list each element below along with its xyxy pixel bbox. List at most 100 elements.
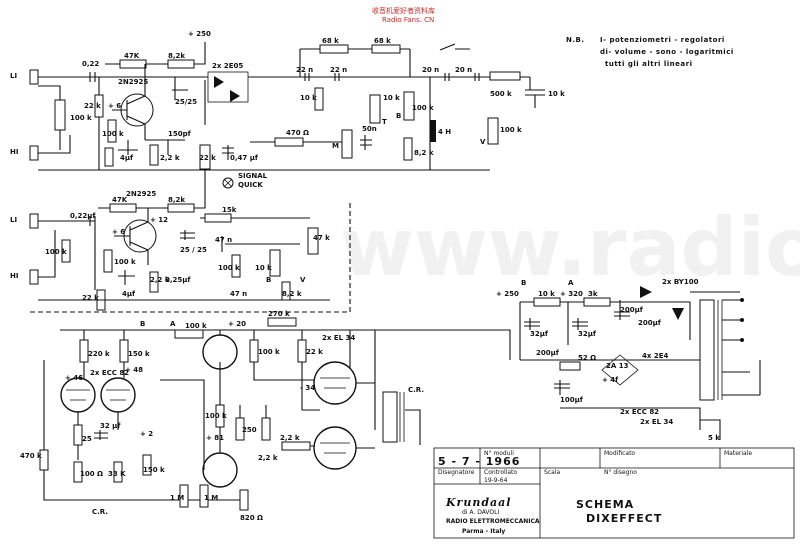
field-controllato: Controllato bbox=[484, 469, 517, 476]
cap-4uf-label: 4μf bbox=[120, 154, 134, 162]
cap-47n-a-label: 47 n bbox=[215, 236, 232, 244]
rectifier-label: 2x BY100 bbox=[662, 278, 699, 286]
resistor-47k-label: 47K bbox=[124, 52, 140, 60]
resistor-100k-v-label: 100 k bbox=[500, 126, 522, 134]
note-line-3: tutti gli altri lineari bbox=[605, 60, 692, 68]
company-logo: Krundaal bbox=[445, 496, 511, 509]
resistor-10k-effect bbox=[314, 87, 324, 111]
supply-250-label: + 250 bbox=[188, 30, 211, 38]
resistor-47k bbox=[119, 59, 147, 69]
resistor-3k-psu-label: 3k bbox=[588, 290, 598, 298]
company-city: Parma - Italy bbox=[462, 528, 505, 535]
pot-47k-label: 47 k bbox=[313, 234, 330, 242]
resistor-100k-pa bbox=[174, 329, 204, 339]
resistor-150k bbox=[119, 339, 129, 363]
cap-200-a-label: 200μf bbox=[620, 306, 644, 314]
resistor-1m-label: 1 M bbox=[170, 494, 184, 502]
mains-transformer bbox=[699, 299, 715, 401]
resistor-100k-pa3-label: 100 k bbox=[205, 412, 227, 420]
cap-200-c-label: 200μf bbox=[536, 349, 560, 357]
resistor-1m bbox=[179, 484, 189, 508]
resistor-47k-2 bbox=[109, 203, 137, 213]
cap-input2-label: 0,22μf bbox=[70, 212, 96, 220]
resistor-68k-b-label: 68 k bbox=[374, 37, 391, 45]
resistor-10k-psu bbox=[533, 297, 561, 307]
tube-el34-b bbox=[313, 426, 357, 470]
plus2-label: + 2 bbox=[140, 430, 153, 438]
field-disegno: N° disegno bbox=[604, 469, 637, 476]
resistor-2k2-pa2-label: 2,2 k bbox=[258, 454, 278, 462]
pot-b2-label: B bbox=[266, 276, 271, 284]
resistor-22k-label: 22 k bbox=[84, 102, 101, 110]
resistor-15k bbox=[204, 213, 232, 223]
resistor-22k-b bbox=[104, 147, 114, 167]
resistor-33k bbox=[113, 461, 123, 483]
pot-t-label: T bbox=[382, 118, 387, 126]
resistor-100k-2a-label: 100 k bbox=[114, 258, 136, 266]
node-a-label: A bbox=[170, 320, 176, 328]
bridge-rectifier bbox=[601, 354, 639, 386]
input-hi2-label: HI bbox=[10, 272, 18, 280]
bias2-plus12-label: + 12 bbox=[150, 216, 168, 224]
plus81-label: + 81 bbox=[206, 434, 224, 442]
pot-b bbox=[403, 91, 415, 121]
resistor-33k-label: 33 K bbox=[108, 470, 126, 478]
inductor-4h bbox=[430, 120, 436, 142]
power-supply: B A + 250 + 320 2x BY100 10 k 3k 32μf 32… bbox=[375, 278, 761, 442]
company-owner: di A. DAVOLI bbox=[462, 509, 499, 516]
supply-b-label: B bbox=[521, 279, 526, 287]
cap-200-b-label: 200μf bbox=[638, 319, 662, 327]
supply-a-label: A bbox=[568, 279, 574, 287]
resistor-820 bbox=[239, 489, 249, 511]
pot-v2 bbox=[307, 227, 319, 255]
resistor-22k-effect-label: 22 k bbox=[199, 154, 216, 162]
cap-32-psu-b-label: 32μf bbox=[578, 330, 597, 338]
resistor-220k bbox=[79, 339, 89, 363]
watermark-en: Radio Fans. CN bbox=[382, 16, 434, 24]
transistor-q2-label: 2N2925 bbox=[126, 190, 156, 198]
resistor-68k-a bbox=[319, 44, 349, 54]
resistor-82k-effect bbox=[403, 137, 413, 161]
cap2-4uf-label: 4μf bbox=[122, 290, 136, 298]
pot-500k-label: 500 k bbox=[490, 90, 512, 98]
resistor-82k-2 bbox=[167, 203, 195, 213]
resistor-2k2-label: 2,2 k bbox=[160, 154, 180, 162]
watermark-cn: 收音机爱好者资料库 bbox=[372, 6, 435, 15]
field-firma: 19-9-64 bbox=[484, 477, 508, 484]
output-transformer bbox=[382, 391, 398, 443]
supply-v250-label: + 250 bbox=[496, 290, 519, 298]
pot-b2 bbox=[269, 249, 281, 277]
cap-32-psu-label: 32μf bbox=[530, 330, 549, 338]
tube-ecc82-a bbox=[60, 377, 96, 413]
resistor-270k bbox=[267, 317, 297, 327]
tube-el34-a bbox=[313, 361, 357, 405]
plus20-label: + 20 bbox=[228, 320, 246, 328]
quick-label: QUICK bbox=[238, 181, 263, 189]
resistor-10k-effect-label: 10 k bbox=[300, 94, 317, 102]
resistor-22k-pa-label: 22 k bbox=[306, 348, 323, 356]
pot-470k-label: 470 k bbox=[20, 452, 42, 460]
plus48-label: + 48 bbox=[125, 366, 143, 374]
power-amplifier: B A 2x ECC 82 + 46 + 48 220 k 150 k 25 3… bbox=[20, 310, 424, 522]
input-jack-li bbox=[29, 69, 39, 85]
pot-b-label: B bbox=[396, 112, 401, 120]
pot-m bbox=[341, 129, 353, 159]
pot-t bbox=[369, 94, 381, 124]
resistor-input2-label: 100 k bbox=[45, 248, 67, 256]
node-b-label: B bbox=[140, 320, 145, 328]
resistor-470-label: 470 Ω bbox=[286, 129, 309, 137]
resistor-3k-psu bbox=[583, 297, 611, 307]
background-watermark: www.radiofans.cn bbox=[340, 201, 800, 294]
cap2-2525-label: 25 / 25 bbox=[180, 246, 207, 254]
resistor-250-label: 250 bbox=[242, 426, 257, 434]
field-disegnatore: Disegnatore bbox=[438, 469, 475, 476]
resistor-82k-label: 8,2k bbox=[168, 52, 185, 60]
resistor-2k2-2-label: 2,2 k bbox=[150, 276, 170, 284]
resistor-68k-a-label: 68 k bbox=[322, 37, 339, 45]
resistor-input bbox=[54, 99, 66, 131]
resistor-100k-pa2-label: 100 k bbox=[258, 348, 280, 356]
cap-20n-b-label: 20 n bbox=[455, 66, 472, 74]
cap-100-psu-label: 100μf bbox=[560, 396, 584, 404]
resistor-47k-2-label: 47K bbox=[112, 196, 128, 204]
resistor-100k-v-label: 100 k bbox=[102, 130, 124, 138]
